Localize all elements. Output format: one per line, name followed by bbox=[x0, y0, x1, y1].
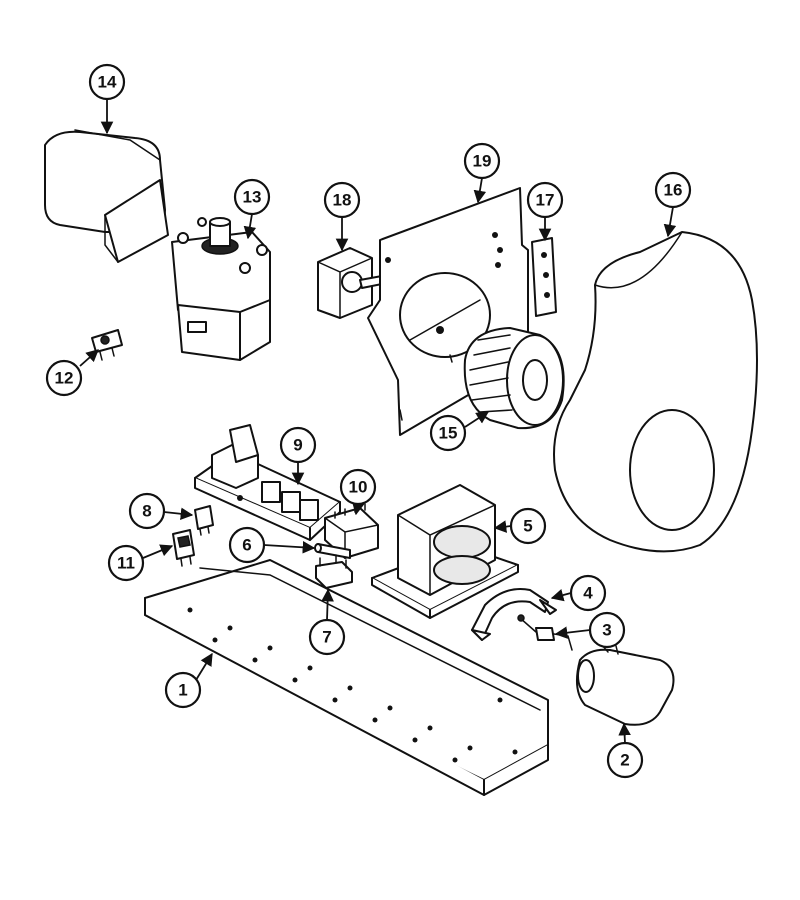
callout-12: 12 bbox=[45, 349, 99, 397]
callout-3: 3 bbox=[554, 611, 626, 649]
callouts: 14 13 12 18 19 17 16 bbox=[45, 63, 692, 779]
svg-text:18: 18 bbox=[333, 191, 352, 210]
svg-text:19: 19 bbox=[473, 152, 492, 171]
svg-text:3: 3 bbox=[602, 621, 611, 640]
svg-text:4: 4 bbox=[583, 584, 593, 603]
part-5-transformer bbox=[371, 484, 519, 619]
part-14-waveguide-cover bbox=[44, 129, 169, 263]
callout-13: 13 bbox=[233, 178, 271, 240]
svg-text:13: 13 bbox=[243, 188, 262, 207]
part-16-blower-housing bbox=[553, 231, 758, 553]
part-1-base-plate bbox=[144, 559, 549, 796]
part-11-switch bbox=[172, 529, 195, 567]
part-7-fuse-holder bbox=[315, 554, 353, 589]
callout-4: 4 bbox=[550, 574, 607, 612]
callout-11: 11 bbox=[107, 544, 174, 582]
part-12-thermal-cutout bbox=[91, 329, 123, 361]
callout-2: 2 bbox=[606, 722, 644, 779]
svg-text:5: 5 bbox=[523, 517, 532, 536]
part-13-magnetron bbox=[171, 217, 271, 361]
svg-text:1: 1 bbox=[178, 681, 187, 700]
callout-15: 15 bbox=[429, 411, 490, 452]
svg-text:2: 2 bbox=[620, 751, 629, 770]
svg-text:16: 16 bbox=[664, 181, 683, 200]
part-15-blower-wheel bbox=[463, 327, 565, 430]
svg-text:6: 6 bbox=[242, 536, 251, 555]
callout-6: 6 bbox=[228, 526, 316, 564]
part-19-fan-bracket bbox=[367, 187, 529, 436]
part-2-capacitor bbox=[575, 644, 675, 726]
part-18-motor bbox=[317, 247, 383, 319]
callout-7: 7 bbox=[308, 588, 346, 656]
part-6-fuse bbox=[314, 543, 351, 559]
svg-text:8: 8 bbox=[142, 502, 151, 521]
callout-5: 5 bbox=[493, 507, 547, 545]
part-17-bracket bbox=[531, 237, 557, 317]
svg-text:7: 7 bbox=[322, 628, 331, 647]
part-8-switch bbox=[194, 505, 214, 536]
callout-14: 14 bbox=[88, 63, 126, 135]
callout-18: 18 bbox=[323, 181, 361, 252]
callout-17: 17 bbox=[526, 181, 564, 242]
callout-1: 1 bbox=[164, 652, 213, 709]
callout-10: 10 bbox=[339, 468, 377, 516]
svg-text:11: 11 bbox=[117, 554, 135, 573]
svg-text:10: 10 bbox=[349, 478, 368, 497]
svg-text:12: 12 bbox=[55, 369, 74, 388]
svg-text:14: 14 bbox=[98, 73, 117, 92]
callout-8: 8 bbox=[128, 492, 194, 530]
svg-text:9: 9 bbox=[293, 436, 302, 455]
callout-19: 19 bbox=[463, 142, 501, 204]
callout-9: 9 bbox=[279, 426, 317, 486]
part-9-control-board bbox=[194, 424, 341, 541]
svg-text:17: 17 bbox=[536, 191, 555, 210]
svg-text:15: 15 bbox=[439, 424, 458, 443]
part-4-strap bbox=[471, 588, 557, 641]
callout-16: 16 bbox=[654, 171, 692, 238]
part-3-diode bbox=[517, 614, 573, 651]
